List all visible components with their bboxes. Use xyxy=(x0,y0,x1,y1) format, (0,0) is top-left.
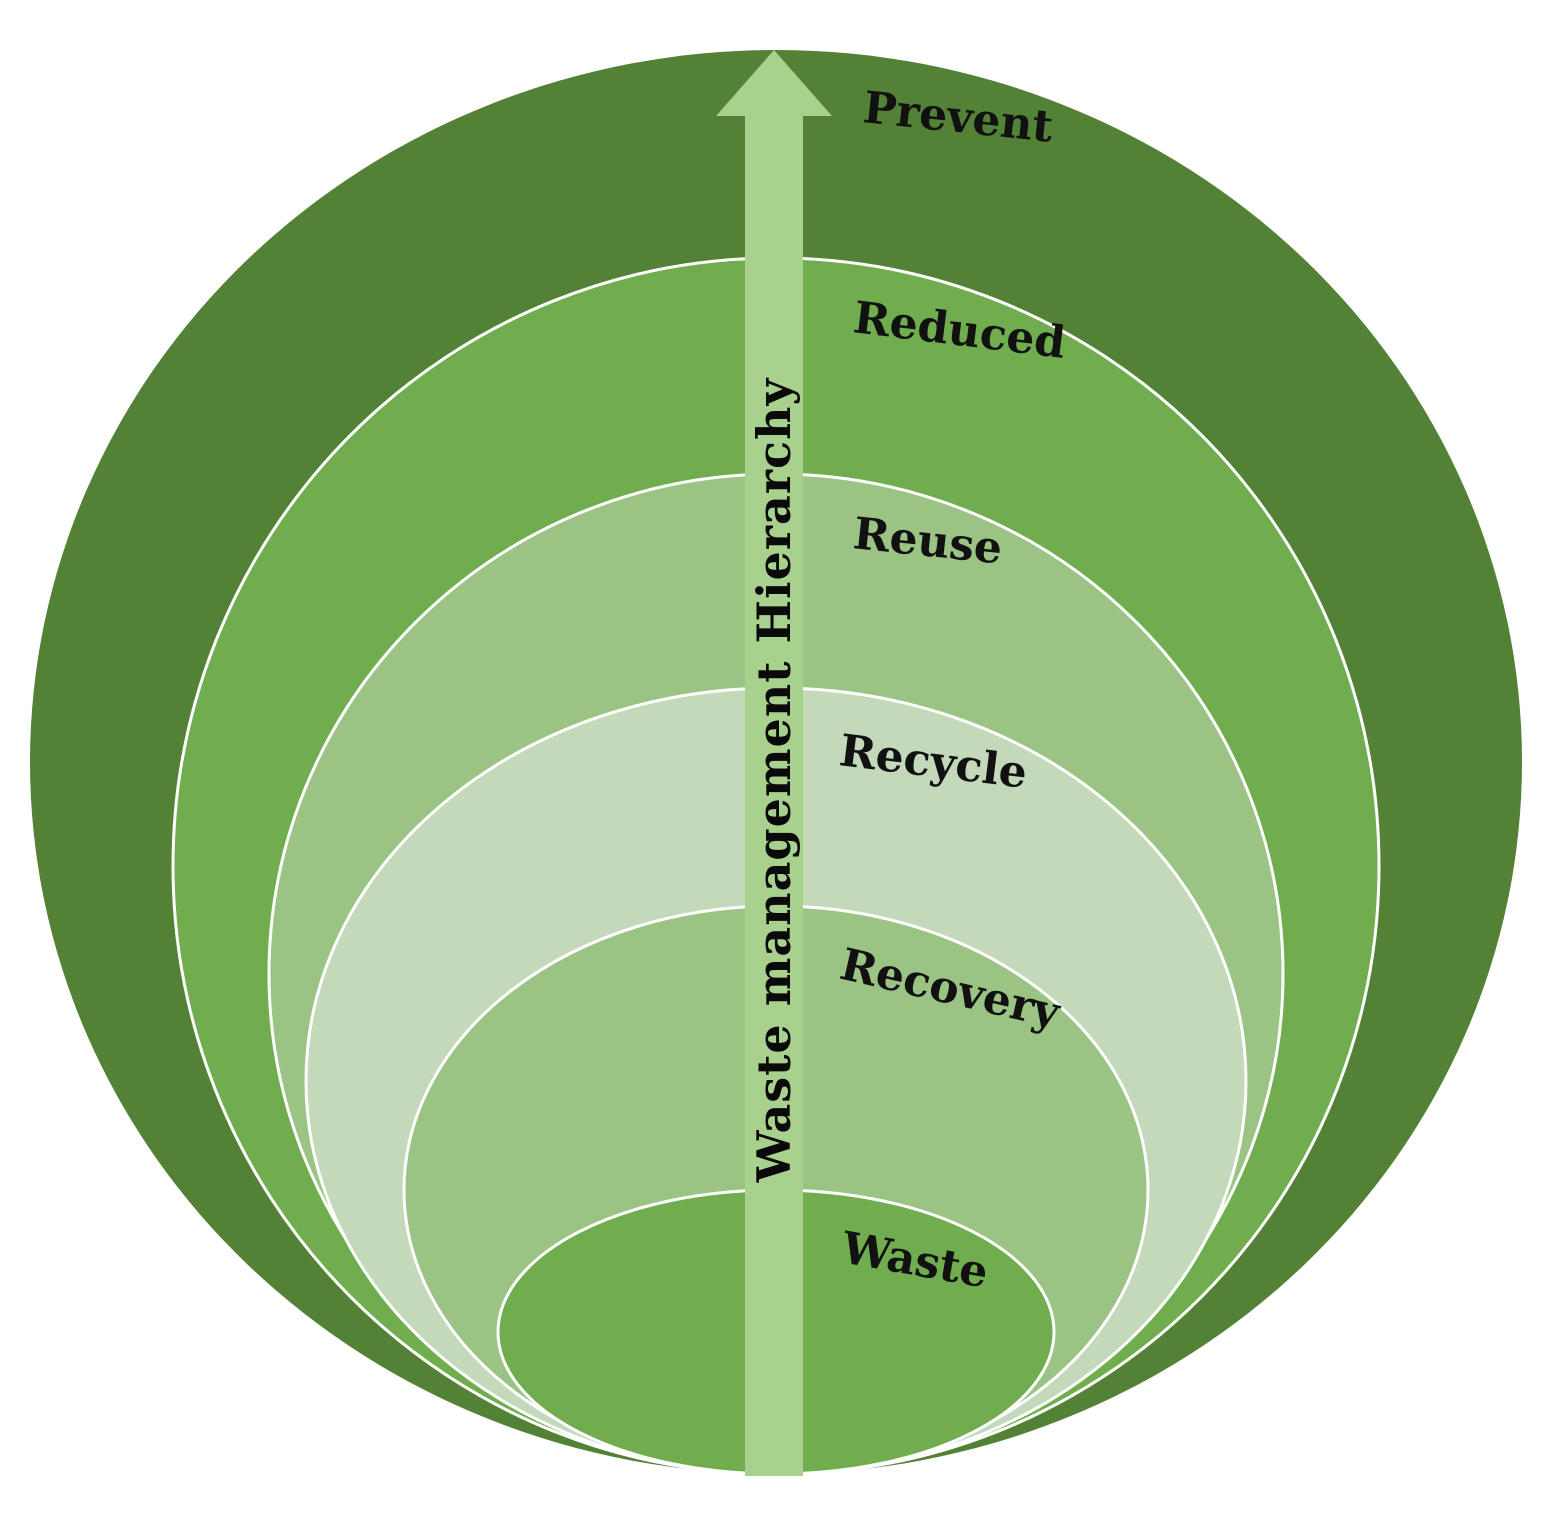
hierarchy-arrow-icon xyxy=(716,50,832,1476)
arrow-label: Waste management Hierarchy xyxy=(747,378,801,1184)
